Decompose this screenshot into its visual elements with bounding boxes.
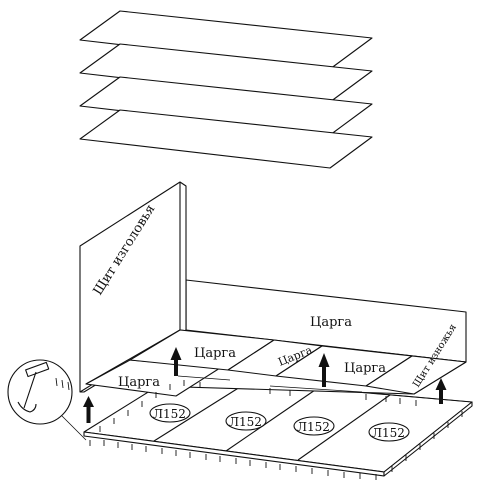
slat-code: Л152 — [229, 415, 262, 429]
up-arrow-icon — [435, 378, 447, 404]
slat-code: Л152 — [297, 420, 330, 434]
hammer-icon — [17, 361, 50, 413]
inner-rail-line — [269, 385, 363, 393]
slat-code: Л152 — [153, 407, 186, 421]
slat-code: Л152 — [372, 426, 405, 440]
hammer-callout — [7, 359, 87, 441]
up-arrow-icon — [83, 396, 94, 423]
nail-marks — [89, 380, 463, 480]
slat-divider — [225, 387, 319, 452]
up-arrow-icon — [170, 347, 182, 376]
up-arrows — [83, 347, 447, 423]
footboard — [365, 355, 467, 395]
slat-code-2: Л152 — [225, 411, 267, 431]
rail-label-left: Царга — [118, 375, 160, 390]
sheet — [79, 109, 373, 169]
callout-leader — [61, 415, 87, 441]
slat-code-4: Л152 — [368, 422, 410, 442]
up-arrow-icon — [318, 353, 330, 387]
inner-frame — [85, 329, 467, 397]
slat-code-1: Л152 — [149, 403, 191, 423]
slat-divider — [153, 381, 249, 442]
slat-divider — [297, 394, 391, 461]
rail-label-back: Царга — [310, 315, 352, 330]
rail-label-right: Царга — [344, 361, 386, 376]
rail-label-middle: Царга — [194, 346, 236, 361]
nail-icon — [89, 380, 463, 480]
nail-icon — [55, 377, 70, 391]
inner-rail-line — [177, 375, 231, 381]
headboard — [79, 181, 187, 393]
stacked-sheets — [79, 10, 373, 169]
slat-code-3: Л152 — [293, 416, 335, 436]
